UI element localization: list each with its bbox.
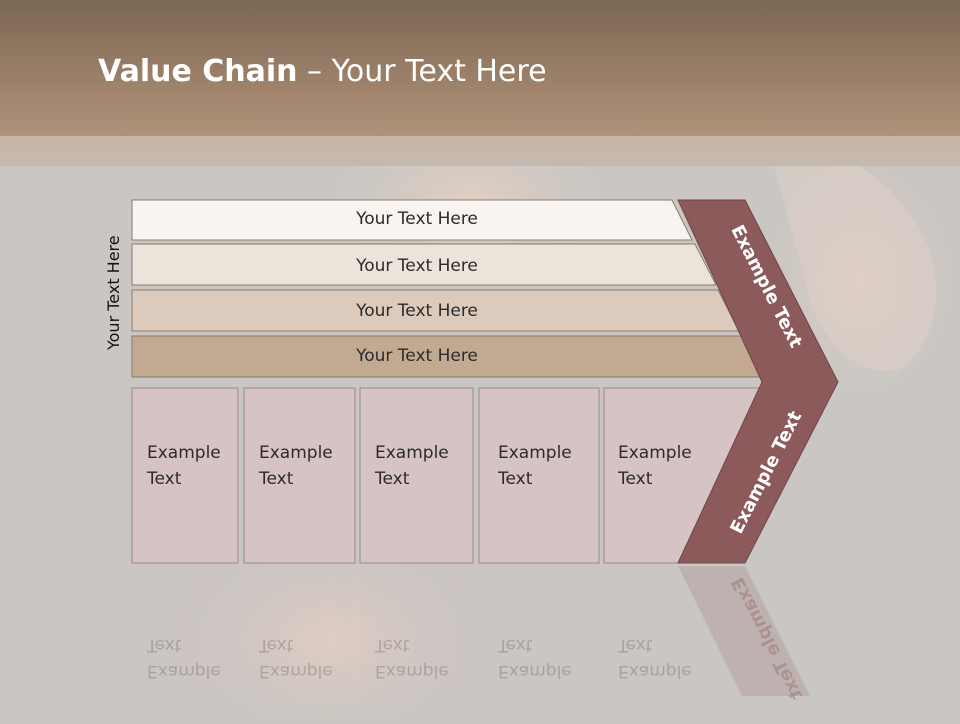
box-4-line2: Text [498, 469, 533, 489]
box-4-shape [478, 387, 600, 564]
box-1-shape [131, 387, 239, 564]
side-label: Your Text Here [104, 235, 123, 350]
title-bold: Value Chain [98, 54, 298, 89]
bar-4-label: Your Text Here [356, 346, 478, 366]
box-1-reflection [132, 566, 238, 696]
box-3-reflection-line2: Text [375, 635, 410, 655]
box-3-line2: Text [375, 469, 410, 489]
box-2-reflection-label: Example Text [259, 632, 349, 684]
box-2-shape [243, 387, 356, 564]
box-4-reflection-line2: Text [498, 635, 533, 655]
box-4-line1: Example [498, 443, 572, 463]
bar-1-shape [131, 199, 693, 241]
box-2-line1: Example [259, 443, 333, 463]
box-3-shape [359, 387, 474, 564]
box-2-reflection [244, 566, 355, 696]
box-5-reflection-line1: Example [618, 661, 692, 681]
box-5-line2: Text [618, 469, 653, 489]
bar-2-shape [131, 243, 717, 286]
box-3-reflection-label: Example Text [375, 632, 465, 684]
box-2-line2: Text [259, 469, 294, 489]
box-4-reflection-label: Example Text [498, 632, 588, 684]
title-rest: – Your Text Here [297, 54, 547, 89]
box-3-reflection-line1: Example [375, 661, 449, 681]
chevron-reflection [678, 566, 810, 696]
box-3-reflection [360, 566, 473, 696]
box-2-reflection-line1: Example [259, 661, 333, 681]
bar-3-label: Your Text Here [356, 301, 478, 321]
box-5-line1: Example [618, 443, 692, 463]
box-1-reflection-line1: Example [147, 661, 221, 681]
box-4-reflection [479, 566, 599, 696]
chevron-shape [677, 199, 839, 564]
box-5-reflection-line2: Text [618, 635, 653, 655]
box-2-reflection-line2: Text [259, 635, 294, 655]
box-4-reflection-line1: Example [498, 661, 572, 681]
bar-1-label: Your Text Here [356, 209, 478, 229]
box-1-line1: Example [147, 443, 221, 463]
bar-2-label: Your Text Here [356, 256, 478, 276]
box-5-reflection-label: Example Text [618, 632, 708, 684]
box-1-line2: Text [147, 469, 182, 489]
slide-title: Value Chain – Your Text Here [98, 54, 547, 89]
box-1-reflection-line2: Text [147, 635, 182, 655]
box-3-line1: Example [375, 443, 449, 463]
box-5-reflection [604, 566, 740, 696]
header-bar [0, 0, 960, 136]
reflection-group [132, 566, 810, 696]
header-band [0, 136, 960, 166]
box-1-reflection-label: Example Text [147, 632, 237, 684]
